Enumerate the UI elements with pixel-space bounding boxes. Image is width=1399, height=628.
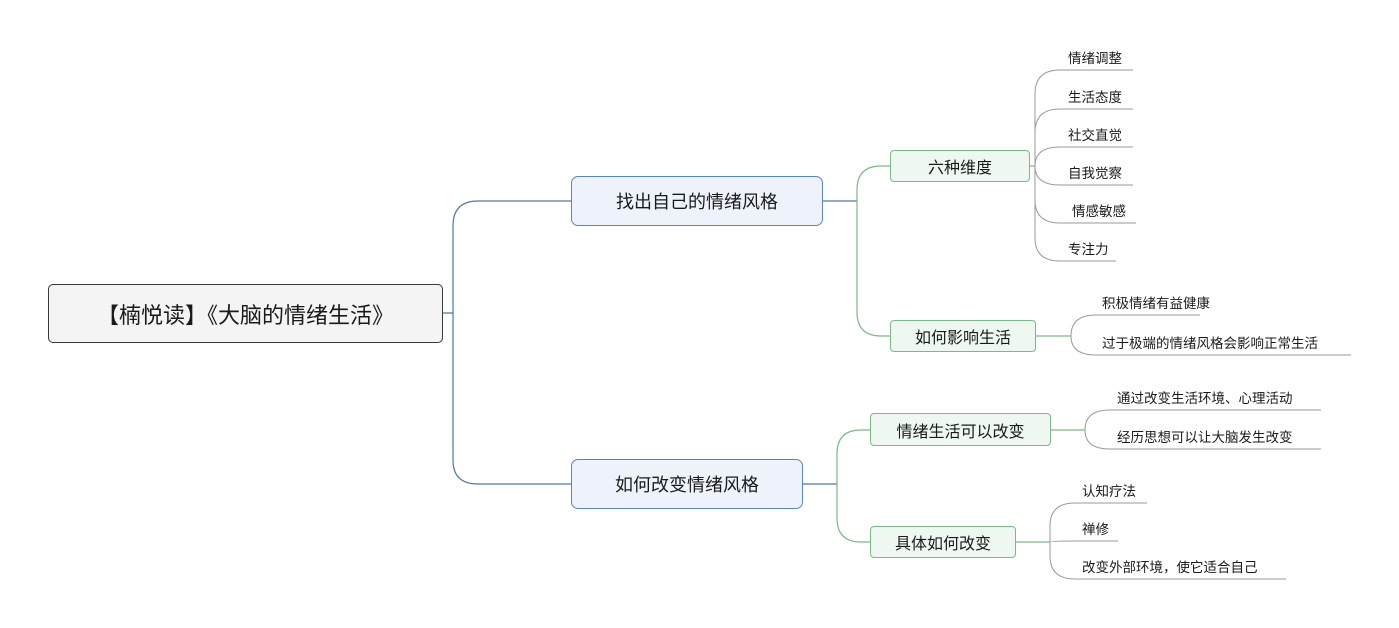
connector-leaf-1-1 [1034, 69, 1133, 166]
subtopic-six-dimensions[interactable]: 六种维度 [890, 150, 1030, 182]
leaf-sensitivity[interactable]: 情感敏感 [1072, 204, 1126, 220]
connector-leaf-1-6 [1034, 166, 1116, 262]
connector-branch-1-to-sub-2 [856, 201, 891, 337]
connector-leaf-4-3 [1049, 542, 1286, 580]
branch-change-style-label: 如何改变情绪风格 [615, 475, 759, 496]
connector-root-to-branch-1 [443, 200, 572, 314]
connector-leaf-4-2 [1049, 540, 1118, 543]
subtopic-can-change[interactable]: 情绪生活可以改变 [870, 413, 1051, 446]
leaf-extreme-style[interactable]: 过于极端的情绪风格会影响正常生活 [1102, 336, 1318, 352]
connector-leaf-3-1 [1084, 409, 1321, 431]
leaf-social-intuition[interactable]: 社交直觉 [1068, 128, 1122, 144]
root-topic-label: 【楠悦读】《大脑的情绪生活》 [96, 303, 394, 329]
subtopic-six-dimensions-label: 六种维度 [927, 158, 992, 177]
leaf-life-attitude[interactable]: 生活态度 [1068, 90, 1122, 106]
leaf-change-environment[interactable]: 通过改变生活环境、心理活动 [1117, 391, 1293, 407]
leaf-attention[interactable]: 专注力 [1068, 242, 1109, 258]
leaf-positive-health[interactable]: 积极情绪有益健康 [1102, 296, 1210, 312]
connector-leaf-1-2 [1034, 108, 1133, 133]
connector-leaf-4-1 [1049, 502, 1147, 542]
leaf-adapt-environment[interactable]: 改变外部环境，使它适合自己 [1082, 560, 1258, 576]
subtopic-affect-life-label: 如何影响生活 [914, 328, 1011, 347]
leaf-self-awareness[interactable]: 自我觉察 [1068, 166, 1122, 182]
subtopic-how-to-change-label: 具体如何改变 [894, 534, 991, 553]
branch-find-style-label: 找出自己的情绪风格 [616, 192, 778, 213]
connector-leaf-1-3 [1034, 146, 1133, 167]
branch-find-style[interactable]: 找出自己的情绪风格 [571, 176, 823, 226]
connector-leaf-2-2 [1070, 335, 1351, 356]
subtopic-affect-life[interactable]: 如何影响生活 [890, 320, 1036, 352]
root-topic[interactable]: 【楠悦读】《大脑的情绪生活》 [48, 284, 443, 343]
connector-branch-2-to-sub-3 [836, 429, 871, 484]
connector-branch-2-to-sub-4 [836, 484, 871, 543]
leaf-thought-change-brain[interactable]: 经历思想可以让大脑发生改变 [1117, 430, 1293, 446]
connector-leaf-3-2 [1084, 429, 1321, 450]
subtopic-how-to-change[interactable]: 具体如何改变 [870, 526, 1016, 558]
connector-root-to-branch-2 [452, 313, 572, 485]
connector-leaf-2-1 [1070, 314, 1200, 337]
leaf-meditation[interactable]: 禅修 [1082, 522, 1109, 538]
branch-change-style[interactable]: 如何改变情绪风格 [571, 459, 803, 509]
leaf-cognitive-therapy[interactable]: 认知疗法 [1082, 484, 1136, 500]
subtopic-can-change-label: 情绪生活可以改变 [896, 421, 1025, 441]
leaf-emotion-adjust[interactable]: 情绪调整 [1068, 51, 1122, 67]
connector-branch-1-to-sub-1 [856, 165, 891, 201]
